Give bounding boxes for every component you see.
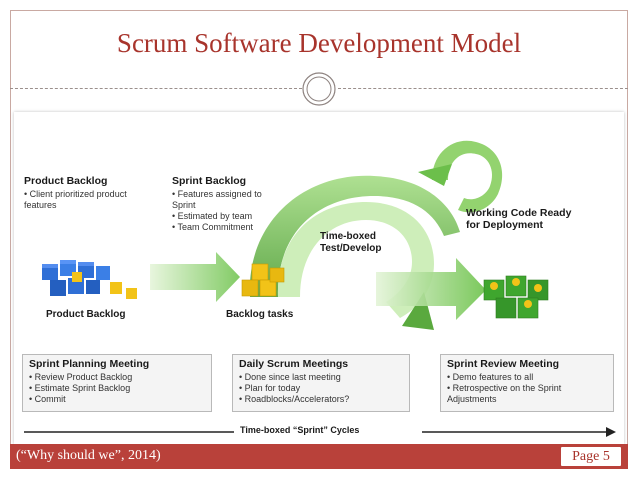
product-backlog-heading: Product Backlog xyxy=(24,175,108,187)
daily-scrum-box: Daily Scrum Meetings • Done since last m… xyxy=(232,354,410,412)
daily-scrum-bullet: • Plan for today xyxy=(239,382,301,393)
daily-scrum-bullet: • Done since last meeting xyxy=(239,372,341,382)
sprint-backlog-bullet: • Estimated by team xyxy=(172,211,253,221)
working-code-cubes-icon xyxy=(483,275,549,319)
sprint-review-box: Sprint Review Meeting • Demo features to… xyxy=(440,354,614,412)
product-backlog-bullet: • Client prioritized product xyxy=(24,189,127,199)
scrum-diagram: Product Backlog • Client prioritized pro… xyxy=(14,112,624,444)
product-backlog-cubes-icon xyxy=(42,260,137,299)
sprint-backlog-bullet: Sprint xyxy=(172,200,196,210)
title-divider-left xyxy=(10,88,302,89)
footer-bar xyxy=(10,444,628,469)
sprint-review-heading: Sprint Review Meeting xyxy=(447,358,560,370)
sprint-review-bullet: • Demo features to all xyxy=(447,372,534,382)
daily-cycle-arrow xyxy=(418,140,503,213)
working-code-heading: Working Code Ready xyxy=(466,207,572,219)
flow-arrow-1 xyxy=(150,252,240,302)
sprint-planning-bullet: • Review Product Backlog xyxy=(29,372,133,382)
title-divider-right xyxy=(338,88,628,89)
slide-title: Scrum Software Development Model xyxy=(116,28,522,58)
flow-arrow-2 xyxy=(376,258,486,320)
sprint-review-bullet: • Retrospective on the Sprint xyxy=(447,382,562,393)
sprint-backlog-bullet: • Team Commitment xyxy=(172,222,254,232)
daily-scrum-bullet: • Roadblocks/Accelerators? xyxy=(239,393,350,404)
sprint-planning-bullet: • Estimate Sprint Backlog xyxy=(29,382,131,393)
sprint-planning-box: Sprint Planning Meeting • Review Product… xyxy=(22,354,212,412)
product-backlog-label: Product Backlog xyxy=(46,309,126,320)
backlog-tasks-label: Backlog tasks xyxy=(226,309,294,320)
diagram-graphics xyxy=(24,140,616,437)
daily-scrum-heading: Daily Scrum Meetings xyxy=(239,358,349,370)
citation-text: (“Why should we”, 2014) xyxy=(16,448,161,463)
product-backlog-bullet: features xyxy=(24,200,57,210)
sprint-review-bullet: Adjustments xyxy=(447,393,497,404)
timeboxed-label: Time-boxed xyxy=(320,231,376,242)
working-code-heading-2: for Deployment xyxy=(466,219,544,231)
sprint-backlog-bullet: • Features assigned to xyxy=(172,189,262,199)
timeboxed-label-2: Test/Develop xyxy=(320,243,382,254)
sprint-cycles-timeline xyxy=(24,427,616,437)
sprint-cycles-label: Time-boxed “Sprint” Cycles xyxy=(240,425,360,435)
sprint-planning-bullet: • Commit xyxy=(29,393,66,404)
backlog-tasks-cubes-icon xyxy=(241,263,285,297)
circle-ornament-icon xyxy=(302,72,336,106)
sprint-backlog-heading: Sprint Backlog xyxy=(172,175,247,187)
page-number-badge: Page 5 xyxy=(560,446,622,467)
sprint-planning-heading: Sprint Planning Meeting xyxy=(29,358,150,370)
